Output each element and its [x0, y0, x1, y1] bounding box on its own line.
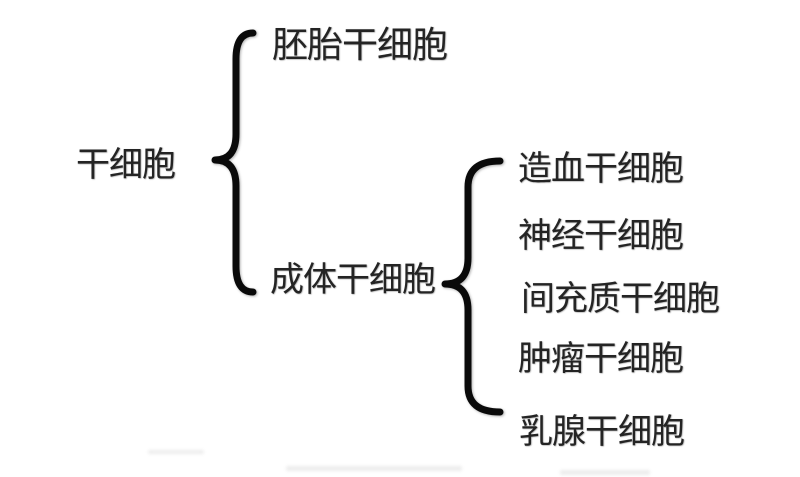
node-mesenchymal-stem-cell: 间充质干细胞 — [521, 281, 720, 318]
bottom-edge-artifact — [148, 450, 204, 454]
bottom-edge-artifact — [286, 466, 462, 471]
node-embryonic-stem-cell: 胚胎干细胞 — [272, 25, 448, 65]
node-adult-stem-cell: 成体干细胞 — [270, 262, 436, 299]
node-neural-stem-cell: 神经干细胞 — [518, 218, 684, 255]
curly-brace-root-icon — [211, 29, 257, 296]
node-stem-cell: 干细胞 — [76, 147, 176, 184]
bottom-edge-artifact — [560, 470, 650, 475]
curly-brace-adult-icon — [441, 157, 504, 416]
node-hematopoietic-stem-cell: 造血干细胞 — [518, 151, 684, 188]
node-mammary-stem-cell: 乳腺干细胞 — [519, 414, 685, 451]
node-tumor-stem-cell: 肿瘤干细胞 — [518, 341, 684, 378]
